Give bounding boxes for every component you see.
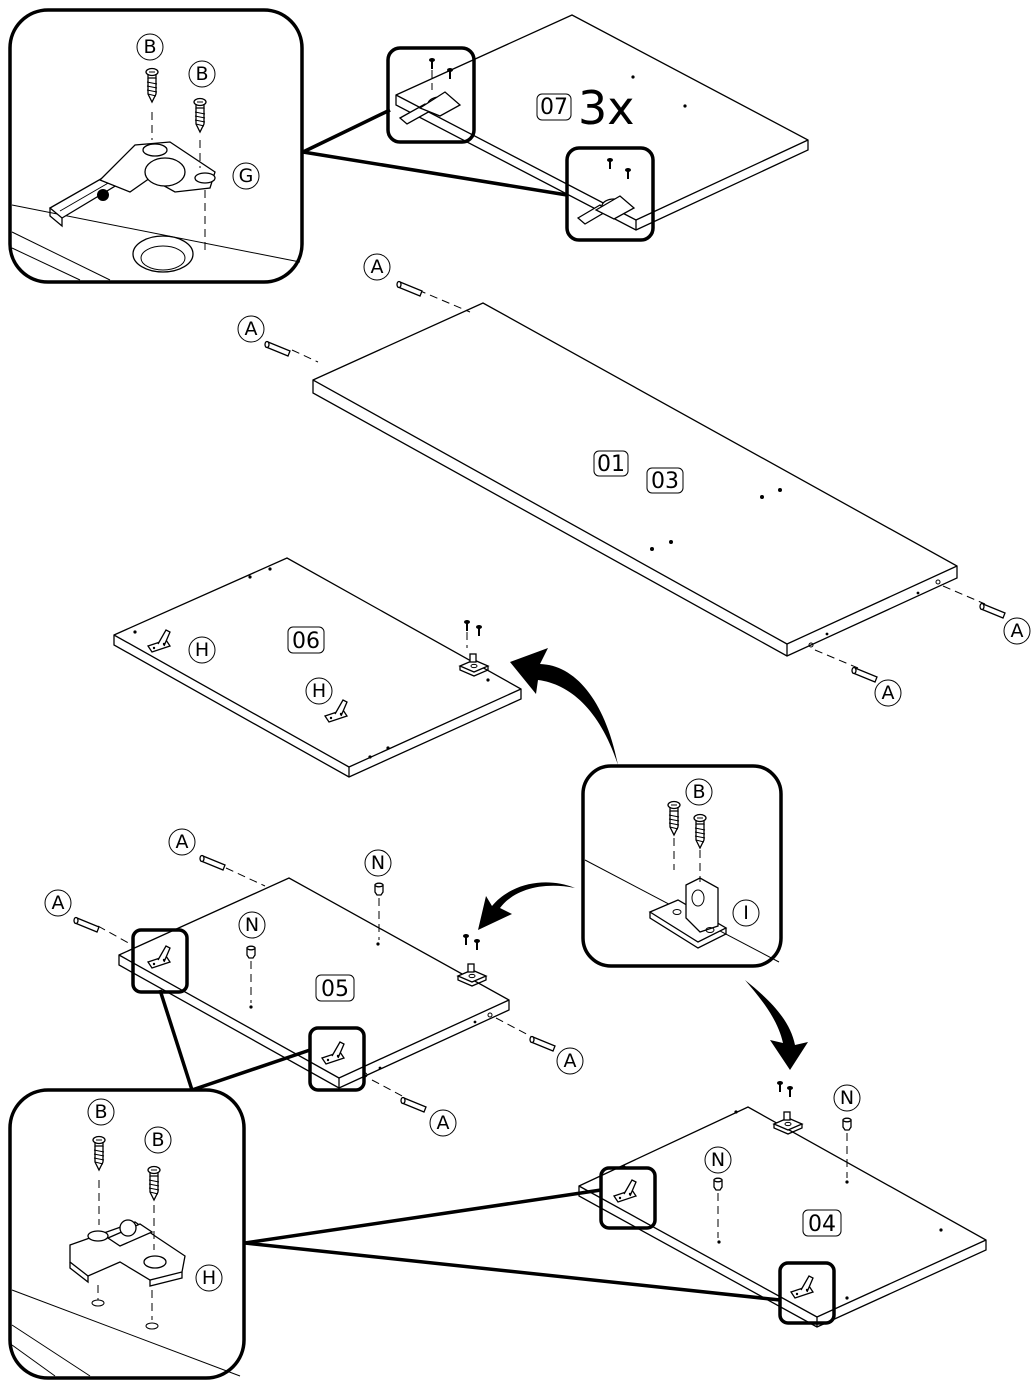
curved-arrow-icon	[745, 980, 808, 1070]
bumper-icon	[842, 1117, 852, 1131]
callout-box	[386, 46, 476, 144]
panel-01-03-shelf: A A A A 01 03	[237, 253, 1031, 707]
part-label-05: 05	[321, 977, 349, 1002]
panel-06: H H 06	[113, 557, 522, 778]
letter-h: H	[312, 680, 326, 702]
letter-n: N	[371, 852, 385, 874]
part-label-06: 06	[292, 629, 320, 654]
letter-h: H	[202, 1267, 216, 1289]
letter-a: A	[52, 892, 65, 914]
letter-a: A	[437, 1112, 450, 1134]
letter-i: I	[743, 902, 749, 924]
callout-box	[599, 1166, 657, 1230]
letter-a: A	[176, 831, 189, 853]
dowel-icon	[73, 916, 100, 933]
flow-arrows	[478, 648, 808, 1070]
letter-n: N	[840, 1087, 854, 1109]
callout-box	[778, 1261, 836, 1325]
letter-h: H	[195, 639, 209, 661]
letter-a: A	[882, 682, 895, 704]
part-label-03: 03	[651, 469, 679, 494]
callout-box	[308, 1026, 366, 1092]
bumper-icon	[374, 882, 384, 896]
letter-b: B	[151, 1129, 164, 1151]
quantity-label: 3x	[578, 81, 635, 135]
letter-a: A	[1011, 620, 1024, 642]
panel-04: N N 04	[578, 1080, 987, 1328]
letter-a: A	[371, 256, 384, 278]
dowel-icon	[529, 1035, 556, 1052]
letter-b: B	[143, 36, 156, 58]
panel-05: A A A A N N 05	[44, 828, 584, 1137]
letter-g: G	[239, 165, 254, 187]
part-label-07: 07	[540, 95, 568, 120]
plate-detail-callout: B I	[581, 764, 783, 968]
part-label-04: 04	[808, 1212, 836, 1237]
letter-n: N	[245, 914, 259, 936]
dowel-icon	[396, 280, 423, 297]
part-label-01: 01	[597, 452, 625, 477]
bumper-icon	[246, 945, 256, 959]
curved-arrow-icon	[510, 648, 618, 765]
bracket-detail-callout: B B H	[8, 989, 781, 1380]
letter-b: B	[195, 63, 208, 85]
letter-a: A	[564, 1050, 577, 1072]
dowel-icon	[199, 854, 226, 871]
panel-07-door: 07 3x	[386, 14, 809, 242]
letter-b: B	[692, 781, 705, 803]
letter-n: N	[711, 1149, 725, 1171]
letter-b: B	[94, 1101, 107, 1123]
bumper-icon	[713, 1177, 723, 1191]
dowel-icon	[851, 666, 878, 683]
curved-arrow-icon	[478, 882, 575, 930]
dowel-icon	[979, 602, 1006, 619]
callout-box	[565, 146, 655, 242]
letter-a: A	[245, 318, 258, 340]
dowel-icon	[264, 340, 291, 357]
hinge-detail-callout: B B G	[8, 8, 568, 284]
dowel-icon	[400, 1096, 427, 1113]
